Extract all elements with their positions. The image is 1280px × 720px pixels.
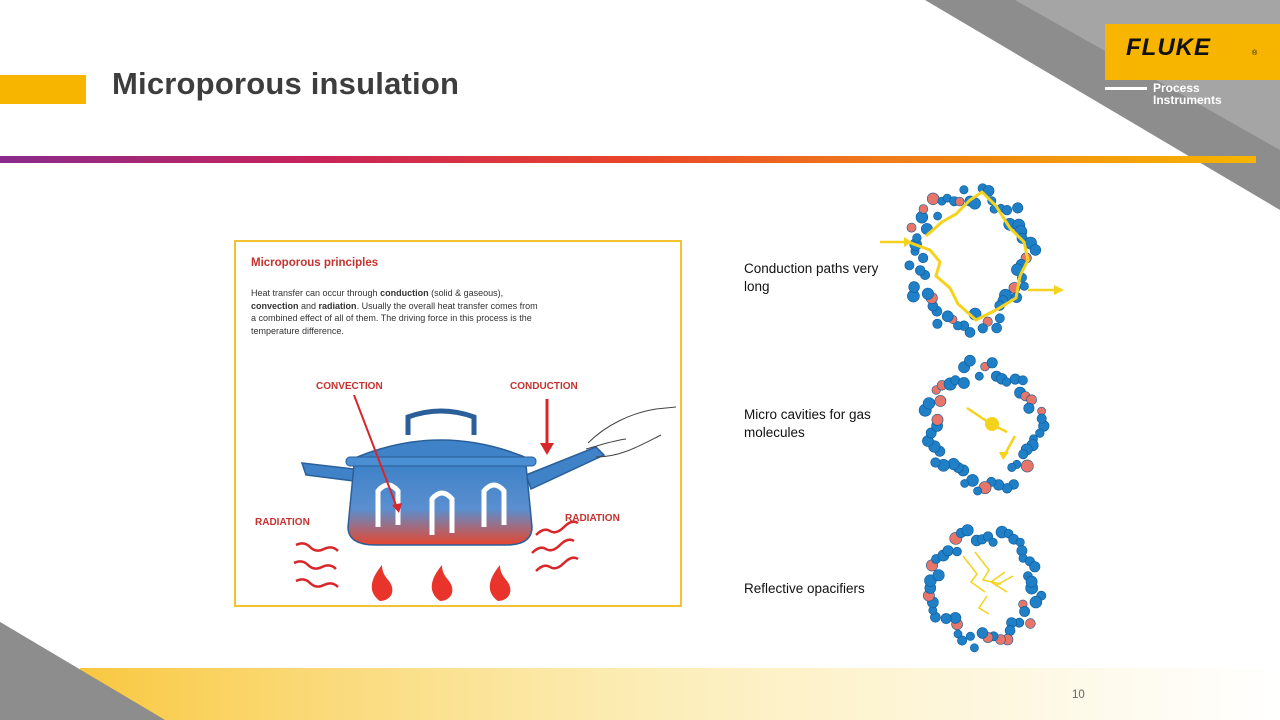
particle [1036,413,1047,424]
particle [908,281,920,293]
logo-subtitle-line-2: Instruments [1153,93,1222,107]
title-accent-bar [0,75,86,104]
particle [1035,428,1045,438]
particle [932,318,943,329]
particle [1025,618,1036,629]
logo-registered-mark: ® [1252,50,1258,57]
particle [982,185,995,197]
body-text-1: Heat transfer can occur through [251,288,381,298]
particle [991,322,1002,334]
particle [1012,202,1024,214]
body-bold-conduction: conduction [380,288,429,298]
body-bold-radiation: radiation [318,300,357,311]
particle [959,185,969,195]
conduction-path-cluster-illustration [880,183,1064,338]
particle [942,545,954,557]
particle [957,635,968,646]
particle [934,395,947,407]
fluke-logo-box [1105,24,1280,80]
logo-subtitle: Process Instruments [1153,82,1222,106]
particle [921,287,934,300]
slide-title: Microporous insulation [112,66,460,101]
particle [964,354,976,367]
particle [954,196,965,207]
caption-conduction-paths: Conduction paths very long [744,261,879,294]
particle [986,357,998,369]
particle [977,323,988,334]
fluke-logo-text: FLUKE [1126,34,1211,61]
particle [970,643,979,653]
particle [1018,449,1029,460]
particle [1019,606,1030,617]
logo-subtitle-line-1: Process [1153,81,1200,95]
particle [1001,377,1012,387]
body-text-3: and [298,300,319,311]
particle [1029,595,1043,609]
page-number: 10 [1072,689,1085,701]
particle [1025,575,1038,588]
particle [965,631,975,641]
particle [1019,281,1029,291]
particle [964,327,976,338]
particle [1018,375,1028,386]
particle [1015,537,1025,547]
particle [952,546,962,557]
particle [1001,204,1013,216]
particle [973,486,982,496]
pot-heat-transfer-illustration [293,395,677,601]
particle [932,569,945,582]
principles-heading: Microporous principles [251,257,379,269]
particle [988,537,998,547]
particle [922,397,936,410]
particle [918,204,929,214]
particle [912,233,922,243]
particle [976,627,989,639]
caption-reflective-opacifiers: Reflective opacifiers [744,581,865,596]
particle [914,265,926,276]
particle [953,629,963,639]
label-conduction: CONDUCTION [510,381,578,392]
particle [930,457,941,468]
particle [906,222,917,233]
principles-description: Heat transfer can occur through conducti… [251,287,541,337]
particle [933,211,942,221]
particle [949,612,962,624]
particle [1007,462,1017,472]
body-bold-convection: convection [251,300,299,311]
particle [904,260,915,271]
particle [974,371,984,381]
particle [994,313,1005,324]
particle [958,377,970,389]
gas-cavity-cluster-illustration [918,354,1050,496]
particle [931,413,944,426]
particle [926,192,940,205]
particle [1029,244,1042,256]
body-text-2: (solid & gaseous), [428,288,504,298]
particle [1029,561,1041,573]
caption-micro-cavities: Micro cavities for gas molecules [744,407,871,440]
particle [960,479,969,488]
particle [917,252,929,264]
label-radiation-right: RADIATION [565,513,620,524]
header-gradient-rule [0,156,1256,163]
particle [1023,402,1035,414]
particle [953,321,963,331]
particle [941,310,954,323]
label-convection: CONVECTION [316,381,383,392]
particle [961,524,974,537]
particle [940,613,952,624]
label-radiation-left: RADIATION [255,517,310,528]
particle [1020,459,1034,473]
body-text-4: . Usually the overall heat transfer come… [251,300,538,336]
logo-divider [1105,87,1147,90]
opacifier-cluster-illustration [922,524,1047,653]
